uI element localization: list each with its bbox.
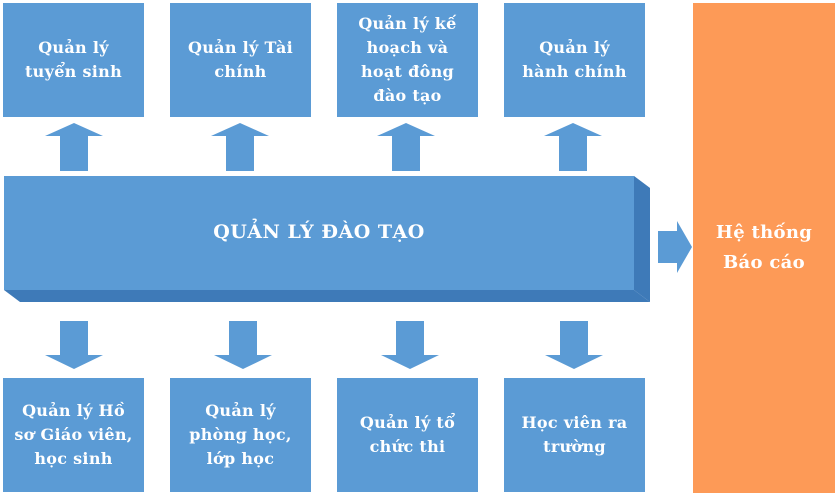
top-box-tai-chinh: Quản lý Tài chính	[170, 3, 311, 117]
bottom-box-label: Học viên ra trường	[521, 413, 628, 456]
bottom-box-to-chuc-thi: Quản lý tổ chức thi	[337, 378, 478, 492]
down-arrow-icon	[545, 321, 603, 369]
top-box-label: Quản lý tuyển sinh	[24, 38, 123, 81]
down-arrow-icon	[214, 321, 272, 369]
up-arrow-icon	[544, 123, 602, 171]
top-box-label: Quản lý kế hoạch và hoạt đông đào tạo	[358, 14, 457, 105]
up-arrow-icon	[377, 123, 435, 171]
bottom-box-phong-hoc: Quản lý phòng học, lớp học	[170, 378, 311, 492]
bottom-box-ho-so: Quản lý Hồ sơ Giáo viên, học sinh	[3, 378, 144, 492]
down-arrow-icon	[45, 321, 103, 369]
top-box-hanh-chinh: Quản lý hành chính	[504, 3, 645, 117]
up-arrow-icon	[211, 123, 269, 171]
top-box-ke-hoach: Quản lý kế hoạch và hoạt đông đào tạo	[337, 3, 478, 117]
main-title: QUẢN LÝ ĐÀO TẠO	[213, 221, 425, 243]
top-box-tuyen-sinh: Quản lý tuyển sinh	[3, 3, 144, 117]
report-system-label: Hệ thống Báo cáo	[715, 222, 813, 273]
bottom-box-hoc-vien: Học viên ra trường	[504, 378, 645, 492]
main-block	[4, 176, 650, 302]
top-box-label: Quản lý hành chính	[522, 38, 627, 81]
bottom-box-label: Quản lý Hồ sơ Giáo viên, học sinh	[14, 401, 133, 468]
up-arrow-icon	[45, 123, 103, 171]
top-box-label: Quản lý Tài chính	[188, 38, 293, 81]
down-arrow-icon	[381, 321, 439, 369]
bottom-box-label: Quản lý phòng học, lớp học	[189, 401, 292, 468]
right-arrow-icon	[658, 221, 692, 273]
bottom-box-label: Quản lý tổ chức thi	[359, 413, 456, 456]
report-system-box: Hệ thống Báo cáo	[693, 3, 835, 493]
